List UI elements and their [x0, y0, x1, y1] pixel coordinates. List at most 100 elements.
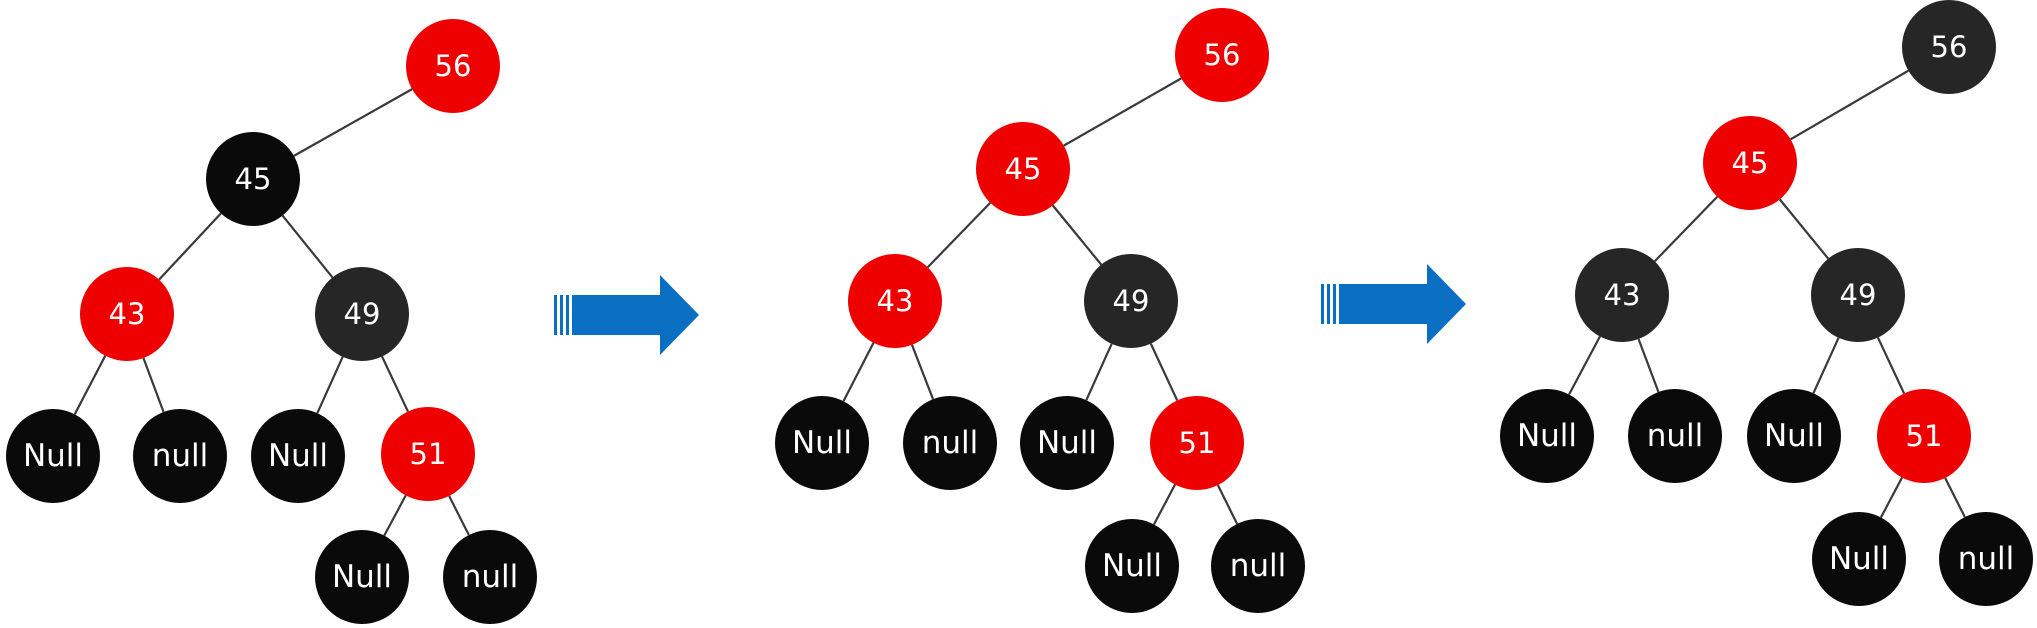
tree-edge-n45-n49 — [1778, 198, 1830, 260]
node-circle — [1939, 512, 2033, 606]
node-label: 51 — [1179, 426, 1216, 460]
tree-node-45: 45 — [1703, 116, 1797, 210]
tree-node-43: 43 — [1575, 248, 1669, 342]
tree-edge-n51-l5 — [448, 495, 470, 536]
node-circle — [1085, 519, 1179, 613]
node-label: Null — [792, 425, 852, 461]
node-label: 56 — [1204, 38, 1241, 72]
node-circle — [1575, 248, 1669, 342]
node-circle — [315, 267, 409, 361]
node-label: Null — [332, 559, 392, 595]
node-label: null — [462, 559, 519, 595]
node-circle — [6, 409, 100, 503]
node-circle — [133, 409, 227, 503]
tree-edge-n51-l4 — [383, 494, 407, 537]
node-label: null — [1958, 541, 2015, 577]
tree-edge-n43-l2 — [910, 344, 935, 400]
node-circle — [206, 132, 300, 226]
node-circle — [1812, 512, 1906, 606]
tree-node-null: Null — [1812, 512, 1906, 606]
node-circle — [1877, 389, 1971, 483]
node-circle — [848, 254, 942, 348]
tree-node-43: 43 — [848, 254, 942, 348]
tree-node-null: Null — [6, 409, 100, 503]
node-label: 45 — [1005, 152, 1042, 186]
node-label: 56 — [1931, 30, 1968, 64]
node-circle — [1703, 116, 1797, 210]
tree-node-null: null — [133, 409, 227, 503]
tree-edge-n43-l1 — [73, 355, 107, 415]
node-circle — [976, 122, 1070, 216]
node-circle — [1211, 519, 1305, 613]
node-label: 43 — [877, 284, 914, 318]
node-label: null — [152, 438, 209, 474]
tree-node-null: null — [1628, 389, 1722, 483]
tree-edge-n51-l5 — [1944, 477, 1966, 518]
tree-edge-n51-l4 — [1879, 477, 1904, 518]
tree-edge-n45-n49 — [281, 214, 334, 279]
tree-node-56: 56 — [1902, 0, 1996, 94]
tree-edge-n43-l1 — [842, 342, 875, 402]
tree-node-45: 45 — [206, 132, 300, 226]
node-circle — [315, 530, 409, 624]
tree-node-45: 45 — [976, 122, 1070, 216]
tree-node-49: 49 — [315, 267, 409, 361]
node-circle — [1084, 254, 1178, 348]
node-circle — [80, 267, 174, 361]
tree-edge-n51-l5 — [1216, 484, 1239, 525]
tree-edge-n43-l2 — [142, 357, 165, 413]
tree-node-56: 56 — [1175, 8, 1269, 102]
node-label: Null — [1102, 548, 1162, 584]
tree-edge-n43-l1 — [1568, 335, 1601, 396]
node-circle — [1902, 0, 1996, 94]
node-circle — [443, 530, 537, 624]
tree-edge-n56-n45 — [1790, 69, 1909, 141]
node-label: null — [1647, 418, 1704, 454]
node-label: 51 — [1906, 419, 1943, 453]
tree-node-51: 51 — [381, 407, 475, 501]
node-circle — [1628, 389, 1722, 483]
node-label: 49 — [1113, 284, 1150, 318]
tree-edge-n51-l4 — [1152, 484, 1177, 525]
node-circle — [1747, 389, 1841, 483]
tree-edge-n49-n51 — [1149, 343, 1179, 401]
tree-edge-n45-n49 — [1051, 204, 1103, 266]
node-label: Null — [268, 438, 328, 474]
node-label: 49 — [344, 297, 381, 331]
node-label: Null — [23, 438, 83, 474]
tree-edge-n56-n45 — [293, 88, 413, 157]
tree-edge-n49-n51 — [381, 356, 409, 412]
tree-node-null: Null — [1085, 519, 1179, 613]
tree-edge-n45-n43 — [158, 212, 222, 281]
tree-edge-n45-n43 — [926, 201, 992, 269]
node-label: Null — [1829, 541, 1889, 577]
tree-node-null: Null — [775, 396, 869, 490]
tree-edge-n49-l3 — [1812, 337, 1840, 394]
tree-node-null: Null — [1020, 396, 1114, 490]
node-label: 56 — [435, 49, 472, 83]
tree-node-null: null — [1939, 512, 2033, 606]
tree-node-null: Null — [1747, 389, 1841, 483]
tree-node-43: 43 — [80, 267, 174, 361]
node-circle — [1175, 8, 1269, 102]
tree-edge-n49-l3 — [1085, 343, 1113, 401]
tree-edge-n43-l2 — [1637, 338, 1660, 393]
node-circle — [1020, 396, 1114, 490]
tree-node-49: 49 — [1084, 254, 1178, 348]
tree-node-49: 49 — [1811, 248, 1905, 342]
tree-node-null: Null — [315, 530, 409, 624]
node-circle — [251, 409, 345, 503]
node-label: 43 — [109, 297, 146, 331]
tree-node-null: Null — [1500, 389, 1594, 483]
node-label: 49 — [1840, 278, 1877, 312]
tree-edge-n49-n51 — [1876, 337, 1906, 394]
node-circle — [1500, 389, 1594, 483]
tree-node-56: 56 — [406, 19, 500, 113]
node-label: null — [922, 425, 979, 461]
tree-node-51: 51 — [1150, 396, 1244, 490]
node-label: 43 — [1604, 278, 1641, 312]
